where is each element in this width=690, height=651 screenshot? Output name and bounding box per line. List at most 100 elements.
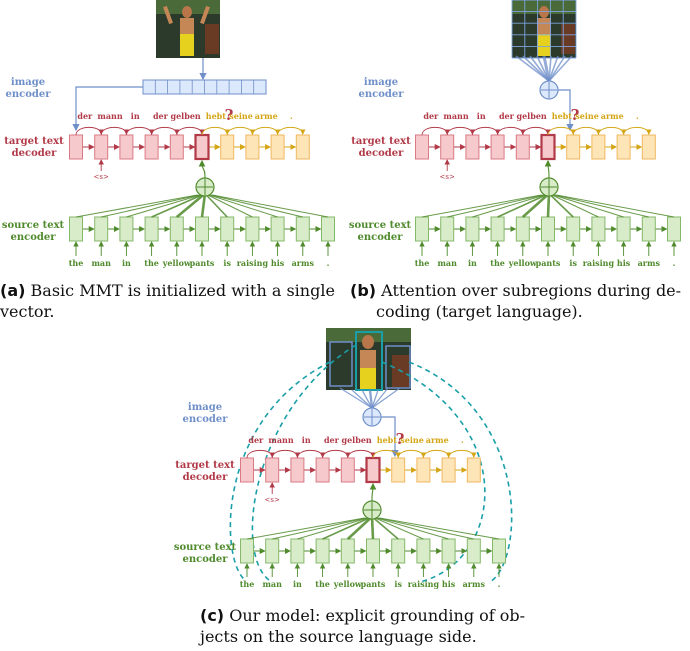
source-word: man [437,258,457,268]
attention-arrow [351,389,373,409]
future-feedback-arrow [251,126,281,136]
future-decoder-cell [295,134,310,160]
decoder-cell [490,134,505,160]
decoder-cell [415,134,429,160]
attention-arrow [472,194,545,218]
attention-arrow [246,517,365,540]
encoder-cell [641,216,656,242]
future-decoder-cell [391,457,406,483]
output-feedback-arrow [296,449,326,459]
attention-arrow [370,517,375,540]
future-decoder-cell [220,134,235,160]
future-feedback-arrow [397,449,427,459]
target-decoder-label-a-2: decoder [12,148,57,159]
start-token: <s> [440,173,455,181]
decoder-cell [169,134,184,160]
source-word: in [293,579,302,589]
current-decoder-cell [194,133,210,161]
future-decoder-cell [245,134,260,160]
target-decoder-label-b-2: decoder [359,148,404,159]
output-feedback-arrow [176,126,205,136]
decoder-word: gelben [342,435,372,445]
attention-arrow [497,194,547,218]
attention-arrow [207,194,253,218]
source-word: yellow [333,579,363,589]
source-word: the [144,258,159,268]
decoder-word: in [131,111,140,121]
encoder-cell [415,216,429,242]
decoder-word: der [324,435,340,445]
target-decoder-label-b-1: target text [351,136,411,147]
future-word: seine [400,435,424,445]
decoder-word: mann [268,435,293,445]
caption-c-tag: (c) [200,606,225,625]
caption-c-line2: jects on the source language side. [200,627,477,646]
future-word: hebt [206,111,227,121]
source-word: the [415,258,430,268]
caption-a: (a) Basic MMT is initialized with a sing… [0,280,345,322]
decoder-word: der [423,111,439,121]
image-encoder-label-a-2: encoder [5,89,51,100]
start-token: <s> [94,173,109,181]
query-mark: ? [396,430,405,448]
encoder-cell [490,216,505,242]
source-word: is [394,579,402,589]
future-decoder-cell [616,134,631,160]
decoder-cell [340,457,355,483]
current-decoder-cell [540,133,556,161]
encoder-cell [541,216,555,242]
source-word: arms [638,258,661,268]
decoder-cell [69,134,83,160]
decoder-cell [119,134,134,160]
attention-arrow [371,389,379,409]
context-to-decoder-arrow [544,159,552,179]
panel-b: image encoder target text decoder source… [349,0,681,268]
grounding-loop-man [251,344,357,583]
source-word: is [223,258,231,268]
encoder-cell [240,538,254,564]
encoder-cell [270,216,285,242]
source-word: the [69,258,84,268]
attention-to-decoder-b [558,89,574,132]
encoder-cell [321,216,335,242]
encoder-cell [616,216,631,242]
output-feedback-arrow [421,126,450,136]
image-encoder-label-c-2: encoder [182,414,228,425]
source-encoder-label-a-1: source text [2,220,65,231]
output-feedback-arrow [497,126,526,136]
encoder-cell [195,216,209,242]
photo-a [156,0,220,58]
future-decoder-cell [641,134,656,160]
target-decoder-label-c-1: target text [175,460,235,471]
attention-arrow [346,517,372,540]
source-word: the [240,579,255,589]
decoder-word: gelben [171,111,201,121]
source-encoder-label-a-2: encoder [10,232,56,243]
future-word: hebt [552,111,573,121]
encoder-cell [295,216,310,242]
source-word: his [271,258,285,268]
attention-arrow [548,55,559,82]
encoder-cell [144,216,159,242]
attention-arrow [542,55,551,82]
future-decoder-cell [566,134,581,160]
encoder-cell [515,216,530,242]
panel-c: image encoder target text decoder source… [174,328,513,589]
encoder-cell [391,538,406,564]
decoder-word: in [477,111,486,121]
encoder-cell [340,538,355,564]
source-word: his [442,579,456,589]
future-feedback-arrow [277,126,306,136]
output-feedback-arrow [347,449,376,459]
caption-b-line1: (b) Attention over subregions during de- [350,280,690,301]
decoder-cell [94,134,109,160]
attention-arrow [548,55,573,82]
decoder-word: der [153,111,169,121]
attention-arrow [126,194,201,218]
output-feedback-arrow [125,126,155,136]
attention-arrow [297,517,368,540]
caption-a-tag: (a) [0,281,26,300]
context-to-decoder-arrow [198,159,206,179]
decoder-word: der [248,435,264,445]
caption-b-line2: coding (target language). [376,302,583,321]
